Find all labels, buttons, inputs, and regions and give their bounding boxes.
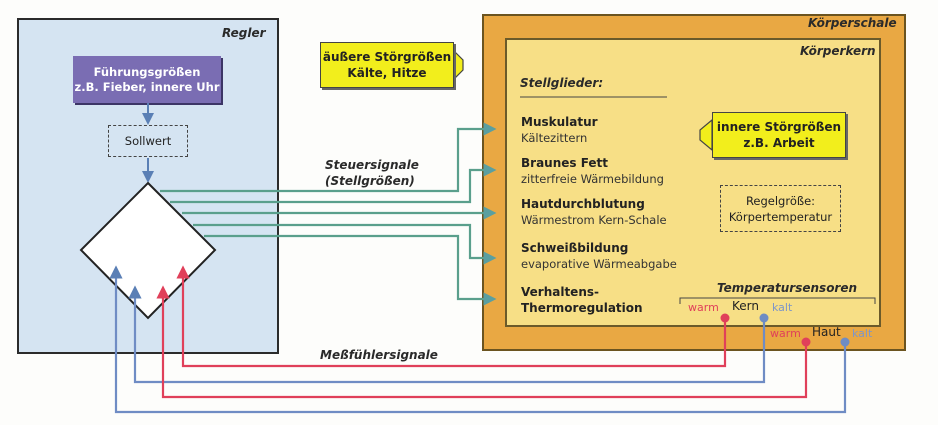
control-line-verhalten — [204, 234, 497, 306]
innere-stoergroessen-box: innere Störgrößen z.B. Arbeit — [712, 112, 846, 158]
stellglied-desc: Thermoregulation — [521, 301, 643, 315]
aeussere-stoer-arrow — [452, 48, 464, 82]
innere-stoer-arrow — [699, 118, 713, 152]
regelgroesse-value: Körpertemperatur — [728, 209, 833, 224]
stellglied-desc: Wärmestrom Kern-Schale — [521, 213, 667, 227]
stellglied-desc: evaporative Wärmeabgabe — [521, 257, 677, 271]
kern-kalt-sensor-dot — [759, 313, 769, 323]
control-line-schweissbildung — [193, 223, 497, 265]
aeussere-stoergroessen-title: äußere Störgrößen — [322, 50, 452, 64]
control-line-braunes-fett — [170, 163, 497, 204]
aeussere-stoergroessen-example: Kälte, Hitze — [347, 66, 427, 80]
innere-stoergroessen-title: innere Störgrößen — [716, 120, 842, 134]
regler-diamond — [79, 181, 217, 320]
haut-warm-sensor-dot — [801, 337, 811, 347]
koerperschale-label: Körperschale — [808, 16, 897, 30]
fuehrungsgroessen-example: z.B. Fieber, innere Uhr — [74, 79, 220, 94]
stellglied-name: Hautdurchblutung — [521, 197, 645, 211]
sensor-line-haut-kalt — [109, 265, 847, 414]
stellglied-name: Braunes Fett — [521, 156, 609, 170]
stellglied-name: Muskulatur — [521, 115, 598, 129]
temperatursensoren-bracket — [679, 297, 876, 304]
control-line-muskulatur — [160, 122, 497, 193]
innere-stoergroessen-example: z.B. Arbeit — [743, 136, 815, 150]
stellglied-name: Verhaltens- — [521, 285, 599, 299]
aeussere-stoergroessen-box: äußere Störgrößen Kälte, Hitze — [320, 42, 454, 88]
sollwert-label: Sollwert — [124, 134, 172, 148]
haut-label: Haut — [812, 325, 841, 339]
koerperkern-label: Körperkern — [800, 44, 876, 58]
regler-label: Regler — [222, 26, 266, 40]
stellglied-item: Verhaltens- Thermoregulation — [521, 284, 643, 316]
fuehrungsgroessen-title: Führungsgrößen — [93, 64, 201, 79]
steuersignale-label: Steuersignale (Stellgrößen) — [325, 157, 419, 189]
stellglied-item: Schweißbildung evaporative Wärmeabgabe — [521, 240, 677, 272]
sensor-line-kern-warm — [176, 265, 727, 368]
stellglieder-heading: Stellglieder: — [520, 76, 604, 90]
sensor-line-kern-kalt — [128, 285, 766, 384]
stellglied-desc: Kältezittern — [521, 131, 588, 145]
stellglied-item: Braunes Fett zitterfreie Wärmebildung — [521, 155, 664, 187]
stellgroessen-subtitle: (Stellgrößen) — [325, 174, 415, 188]
sollwert-box: Sollwert — [108, 125, 188, 157]
stellglied-name: Schweißbildung — [521, 241, 629, 255]
haut-kalt-label: kalt — [852, 327, 873, 340]
messfuehlersignale-label: Meßfühlersignale — [320, 348, 438, 362]
regelgroesse-box: Regelgröße: Körpertemperatur — [720, 185, 841, 232]
kern-warm-label: warm — [688, 301, 719, 314]
sensor-line-haut-warm — [156, 285, 808, 399]
haut-kalt-sensor-dot — [840, 337, 850, 347]
kern-kalt-label: kalt — [772, 301, 793, 314]
kern-warm-sensor-dot — [720, 313, 730, 323]
regelgroesse-title: Regelgröße: — [745, 193, 816, 208]
steuersignale-title: Steuersignale — [325, 158, 419, 172]
kern-label: Kern — [732, 299, 759, 313]
haut-warm-label: warm — [770, 327, 801, 340]
koerperkern-box — [505, 38, 881, 327]
temperatursensoren-label: Temperatursensoren — [717, 281, 858, 295]
fuehrungsgroessen-box: Führungsgrößen z.B. Fieber, innere Uhr — [73, 56, 221, 103]
stellglied-desc: zitterfreie Wärmebildung — [521, 172, 664, 186]
